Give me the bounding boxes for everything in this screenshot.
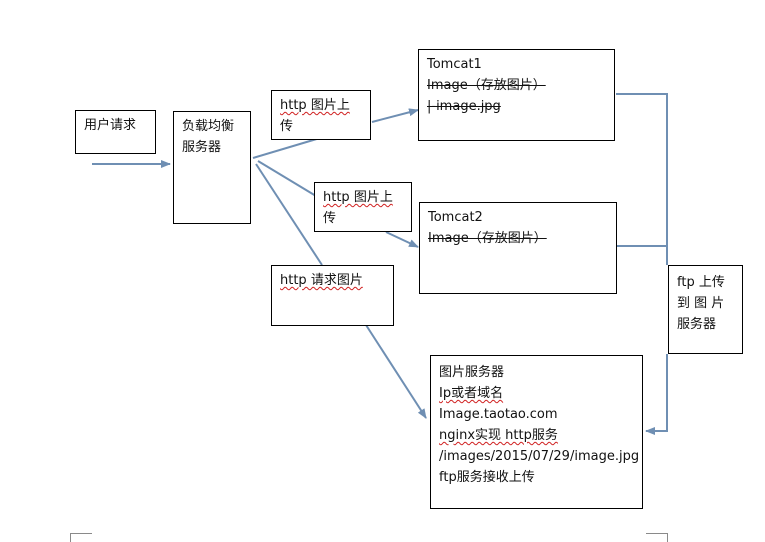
load-balancer-box-line-2: 服务器: [182, 140, 222, 155]
image-server-box-line-4: nginx实现 http服务: [439, 428, 558, 443]
line-load-balancer-to-request: [255, 163, 323, 266]
ftp-upload-box-line-2: 到 图 片: [677, 296, 725, 311]
image-server-box-line-2: Ip或者域名: [439, 386, 504, 401]
http-upload-label-1-line-2: 传: [280, 119, 294, 134]
tomcat2-box-line-2: Image（存放图片）: [428, 231, 547, 246]
user-request-box: 用户请求: [75, 110, 156, 154]
arrow-upload-2-to-tomcat2: [385, 231, 419, 248]
line-load-balancer-to-upload-2: [257, 160, 317, 197]
http-upload-label-2-line-2: 传: [323, 211, 337, 226]
load-balancer-box: 负载均衡服务器: [173, 111, 251, 224]
ftp-upload-box-line-1: ftp 上传: [677, 275, 725, 290]
http-upload-label-2-line-1: http 图片上: [323, 190, 393, 205]
http-upload-label-1: http 图片上传: [271, 90, 371, 140]
image-server-box: 图片服务器 Ip或者域名 Image.taotao.com nginx实现 http服…: [430, 355, 643, 509]
image-server-box-line-5: /images/2015/07/29/image.jpg: [439, 449, 640, 464]
arrow-upload-1-to-tomcat1: [371, 108, 419, 123]
http-request-image-label-line-1: http 请求图片: [280, 273, 363, 288]
tomcat2-box-line-1: Tomcat2: [428, 210, 483, 225]
ftp-upload-box: ftp 上传到 图 片服务器: [668, 265, 743, 354]
image-server-box-line-6: ftp服务接收上传: [439, 470, 535, 485]
tomcat1-box-line-1: Tomcat1: [427, 57, 482, 72]
page-corner-mark-right-v: [667, 533, 668, 542]
page-corner-mark-left-h: [70, 533, 92, 534]
line-load-balancer-to-upload-1: [252, 137, 321, 159]
page-corner-mark-left-v: [70, 533, 71, 542]
http-upload-label-1-line-1: http 图片上: [280, 98, 350, 113]
ftp-upload-box-line-3: 服务器: [677, 317, 717, 332]
http-upload-label-2: http 图片上传: [314, 182, 412, 232]
tomcat1-box-line-2: Image（存放图片）: [427, 78, 546, 93]
page-corner-mark-right-h: [646, 533, 668, 534]
tomcat1-box-line-3: |-image.jpg: [427, 99, 501, 114]
http-request-image-label: http 请求图片: [271, 265, 394, 326]
image-server-box-line-1: 图片服务器: [439, 365, 505, 380]
load-balancer-box-line-1: 负载均衡: [182, 119, 235, 134]
line-tomcat1-to-ftp: [616, 93, 668, 265]
user-request-box-line-1: 用户请求: [84, 118, 137, 133]
image-server-box-line-3: Image.taotao.com: [439, 407, 558, 422]
arrow-ftp-to-image-server: [645, 354, 668, 435]
arrow-request-to-image-server: [365, 324, 427, 419]
